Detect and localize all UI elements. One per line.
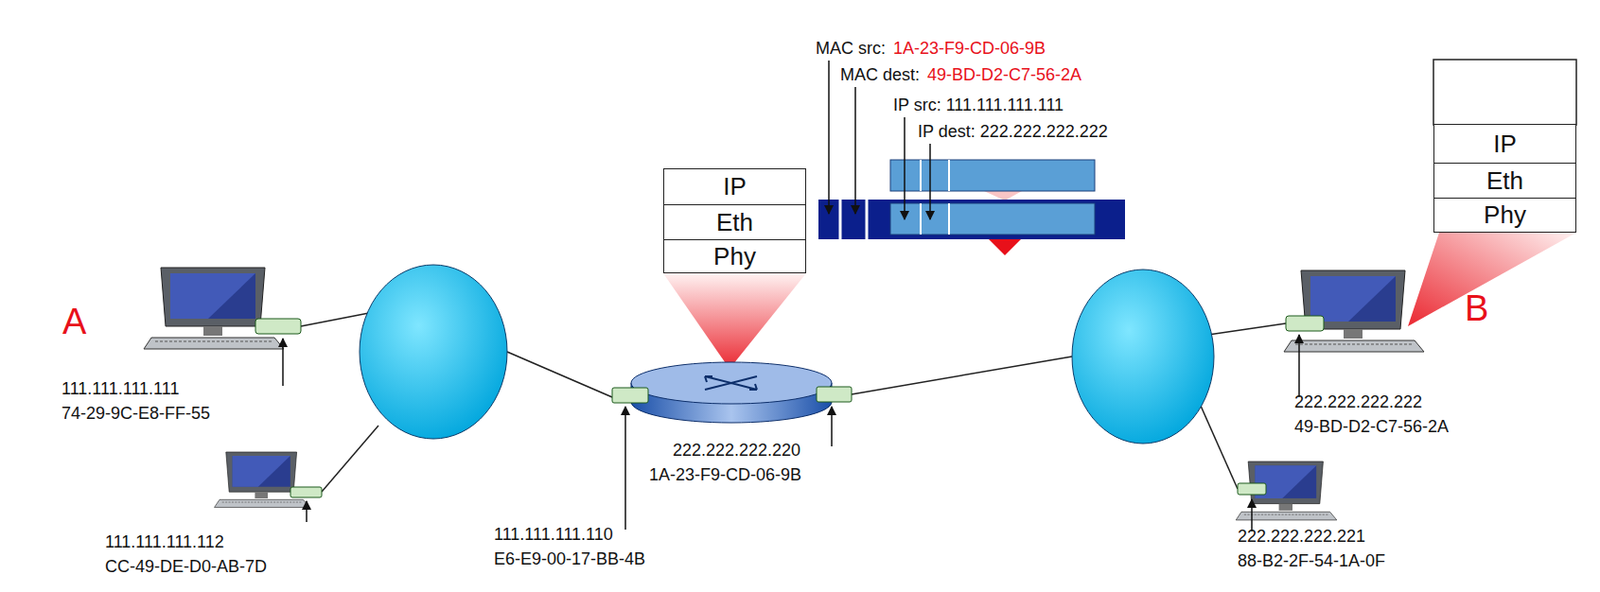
host-computer xyxy=(1235,461,1337,521)
mac-address: 49-BD-D2-C7-56-2A xyxy=(1294,418,1449,438)
mac-address: E6-E9-00-17-BB-4B xyxy=(493,550,646,570)
stack-layer-box xyxy=(1433,59,1577,125)
field-name: IP src: 111.111.111.111 xyxy=(891,96,1066,116)
callout-cone xyxy=(663,273,807,370)
layer-name: IP xyxy=(1493,129,1517,159)
stack-layer-box: IP xyxy=(1433,123,1577,164)
leader-arrows xyxy=(282,334,1300,532)
ip-address: 222.222.222.220 xyxy=(672,441,801,461)
mac-address: 74-29-9C-E8-FF-55 xyxy=(61,404,211,424)
router-symbol xyxy=(631,362,832,423)
mac-address: 88-B2-2F-54-1A-0F xyxy=(1237,552,1386,572)
host-letter: B xyxy=(1464,289,1489,330)
network-adapters xyxy=(255,316,1324,498)
stack-layer-box: IP xyxy=(663,168,807,206)
ip-address: 222.222.222.222 xyxy=(1294,393,1423,413)
host-a-computer xyxy=(143,267,284,350)
field-name: MAC src: xyxy=(813,39,888,59)
host-letter: A xyxy=(62,302,87,343)
stack-layer-box: Phy xyxy=(663,239,807,274)
layer-name: Eth xyxy=(716,208,754,238)
layer-name: IP xyxy=(722,172,747,202)
mac-address: 1A-23-F9-CD-06-9B xyxy=(891,39,1048,59)
field-arrows xyxy=(828,60,931,220)
ip-address: 111.111.111.112 xyxy=(105,533,225,553)
layer-name: Eth xyxy=(1486,166,1524,196)
callout-cone xyxy=(1407,232,1577,327)
field-name: IP dest: 222.222.222.222 xyxy=(915,123,1110,142)
mac-address: 1A-23-F9-CD-06-9B xyxy=(649,466,802,486)
subnet-cloud xyxy=(1072,269,1214,444)
subnet-cloud xyxy=(359,264,508,440)
stack-layer-box: Eth xyxy=(663,204,807,241)
field-name: MAC dest: xyxy=(838,66,922,86)
frame-graphic xyxy=(818,159,1126,256)
stack-layer-box: Eth xyxy=(1433,162,1577,199)
layer-name: Phy xyxy=(1483,200,1527,230)
ip-address: 222.222.222.221 xyxy=(1237,527,1366,547)
host-computer xyxy=(214,452,311,508)
mac-address: 49-BD-D2-C7-56-2A xyxy=(925,66,1084,86)
ip-address: 111.111.111.110 xyxy=(493,526,614,546)
layer-name: Phy xyxy=(713,242,757,272)
mac-address: CC-49-DE-D0-AB-7D xyxy=(105,558,267,578)
stack-layer-box: Phy xyxy=(1433,197,1577,233)
host-b-computer xyxy=(1283,270,1425,352)
ip-address: 111.111.111.111 xyxy=(61,380,179,400)
